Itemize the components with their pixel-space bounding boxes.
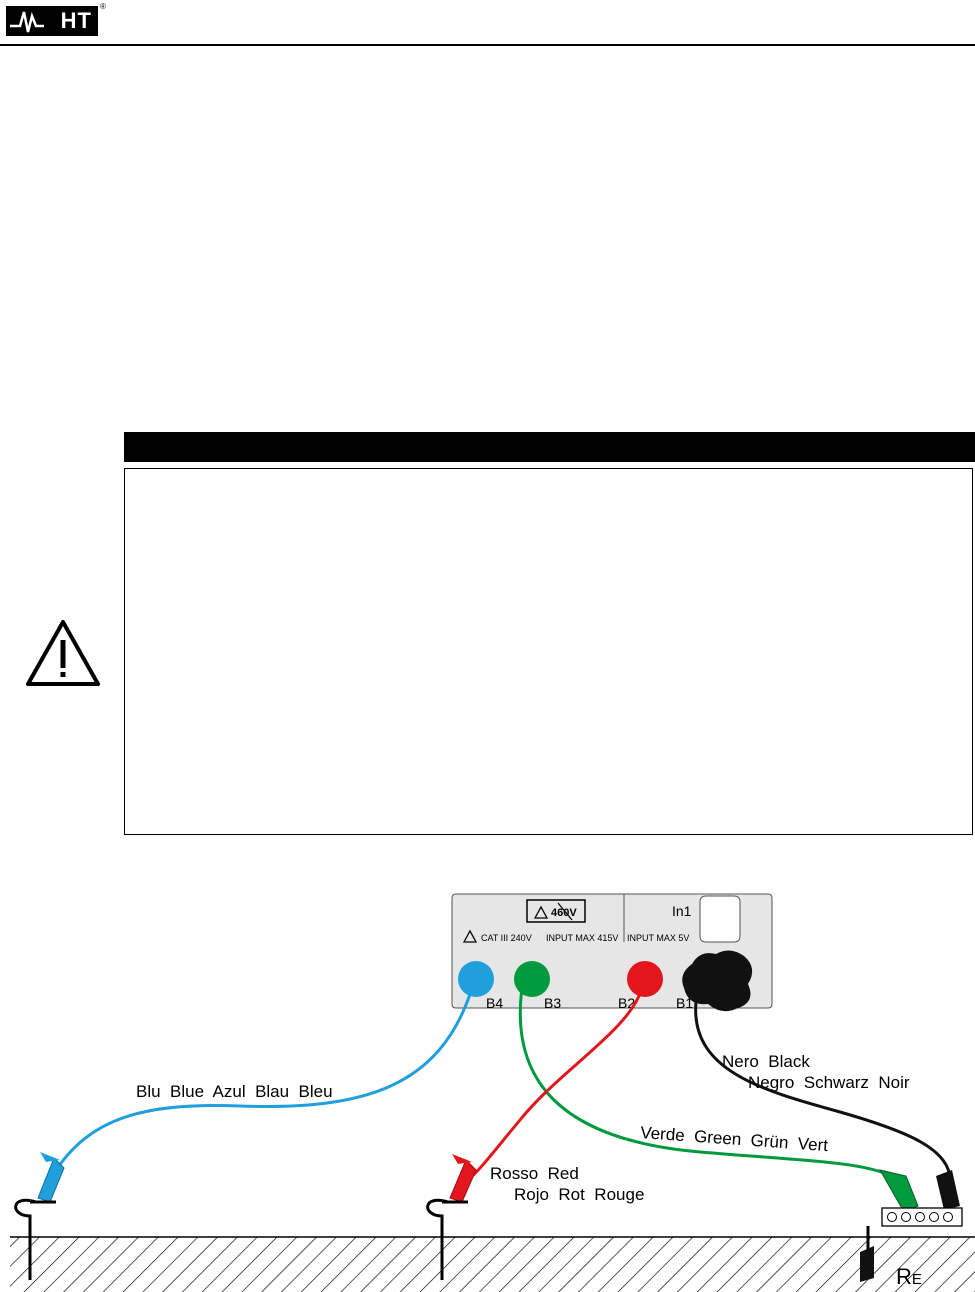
red-cable-label-1: Rosso Red	[490, 1164, 579, 1183]
red-cable-label-2: Rojo Rot Rouge	[514, 1185, 644, 1204]
terminal-b3	[514, 961, 550, 997]
re-label: RE	[896, 1264, 922, 1289]
green-cable-label: Verde Green Grün Vert	[640, 1123, 829, 1155]
header-rule	[0, 44, 975, 46]
green-clip-icon	[878, 1169, 919, 1213]
black-cable-label-2: Negro Schwarz Noir	[748, 1073, 910, 1092]
cat-label: CAT III 240V	[481, 933, 532, 943]
warning-title-bar	[124, 432, 975, 462]
red-cable	[467, 987, 644, 1182]
black-clip-icon	[936, 1170, 960, 1210]
in1-label: In1	[672, 903, 692, 919]
terminal-b1	[682, 950, 753, 1012]
blue-cable-label: Blu Blue Azul Blau Bleu	[136, 1082, 333, 1101]
ht-logo	[6, 6, 98, 36]
red-clip-icon	[449, 1154, 477, 1203]
black-cable-label-1: Nero Black	[722, 1052, 810, 1071]
terminal-b2	[627, 961, 663, 997]
warning-box	[124, 468, 973, 835]
label-b4: B4	[486, 995, 503, 1011]
earth-terminal-bar	[881, 1207, 963, 1227]
page-header: HT ®	[0, 0, 975, 46]
green-cable	[518, 987, 901, 1182]
logo-text: HT	[60, 8, 92, 33]
diagram-svg: 460V CAT III 240V INPUT MAX 415V In1 INP…	[10, 893, 975, 1292]
warning-triangle-icon	[26, 620, 100, 686]
stake-middle-icon	[426, 1198, 468, 1280]
voltage-badge: 460V	[551, 907, 577, 919]
stake-left-icon	[14, 1198, 56, 1280]
blue-clip-icon	[37, 1152, 65, 1203]
black-cable	[694, 1001, 952, 1181]
label-b1: B1	[676, 995, 693, 1011]
in1-socket	[699, 895, 741, 943]
input-max-label: INPUT MAX 415V	[546, 933, 618, 943]
terminal-b4	[458, 961, 494, 997]
label-b3: B3	[544, 995, 561, 1011]
connection-diagram: 460V CAT III 240V INPUT MAX 415V In1 INP…	[0, 880, 975, 1292]
ground-hatch	[10, 1237, 975, 1292]
blue-cable	[54, 987, 474, 1171]
earth-electrode-icon	[860, 1226, 874, 1282]
logo-registered-mark: ®	[100, 2, 106, 11]
in1-input-label: INPUT MAX 5V	[627, 933, 689, 943]
